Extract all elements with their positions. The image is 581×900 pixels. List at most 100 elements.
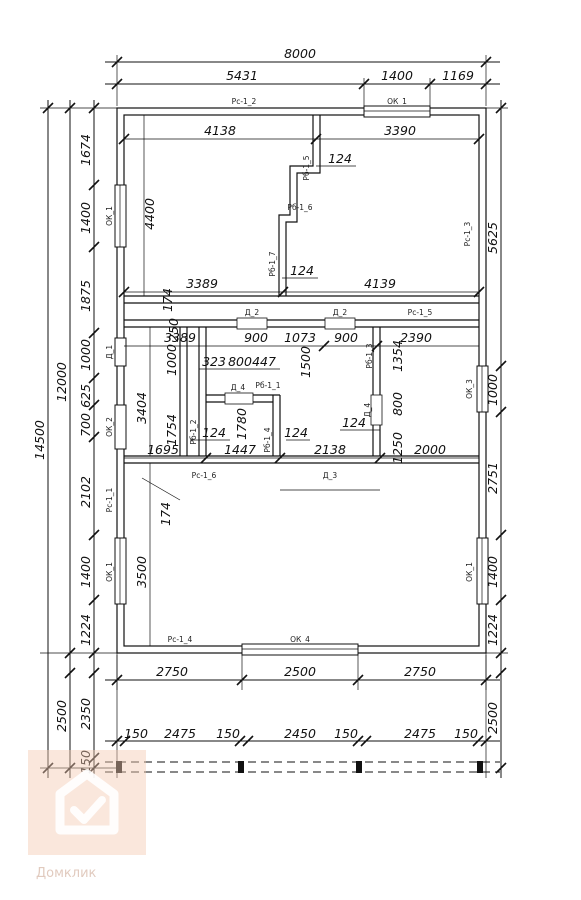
- left-inner-ticks: [88, 102, 100, 774]
- dim-top-total: 8000: [284, 46, 316, 61]
- door-d4-left: [224, 392, 254, 405]
- label-rs-1-2: Рс-1_2: [232, 97, 257, 106]
- door-d4-right: [370, 394, 383, 426]
- dim-int-900b: 900: [334, 330, 358, 345]
- label-d-4a: Д_4: [231, 383, 246, 392]
- dim-bottom-2750a: 2750: [156, 664, 188, 679]
- dim-int-124d: 124: [284, 425, 308, 440]
- dim-left-1875: 1875: [78, 280, 93, 312]
- dim-int-1754: 1754: [164, 414, 179, 446]
- dim-int-4400: 4400: [142, 198, 157, 230]
- window-right-lower: [476, 537, 489, 605]
- label-ok-1-left: ОК_1: [105, 206, 114, 226]
- dim-pile-2450: 2450: [284, 726, 316, 741]
- label-rb-1-4: Рб-1_4: [263, 427, 272, 452]
- dim-int-1695: 1695: [147, 442, 179, 457]
- dim-int-1250: 1250: [390, 432, 405, 464]
- dim-int-800a: 800: [228, 354, 252, 369]
- label-d-2a: Д_2: [245, 308, 260, 317]
- dim-int-3390a: 3390: [384, 123, 416, 138]
- window-left-middle: [114, 404, 127, 450]
- dim-top-right: 1169: [442, 68, 474, 83]
- dim-right-5625: 5625: [485, 222, 500, 254]
- partition-upper-left: [278, 115, 314, 296]
- label-ok-2: ОК_2: [105, 417, 114, 437]
- dim-bottom-2500: 2500: [284, 664, 316, 679]
- label-rs-1-6: Рс-1_6: [192, 471, 217, 480]
- label-rb-1-5: Рб-1_5: [302, 155, 311, 180]
- dim-left-1400a: 1400: [78, 202, 93, 234]
- dim-int-323: 323: [202, 354, 226, 369]
- dim-int-1000: 1000: [164, 344, 179, 376]
- dim-left-150: 150: [78, 750, 93, 774]
- dim-right-1000: 1000: [485, 374, 500, 406]
- dim-int-124c: 124: [202, 425, 226, 440]
- window-right-middle: [476, 365, 489, 413]
- door-left: [114, 337, 127, 367]
- label-rb-1-3: Рб-1_3: [365, 343, 374, 368]
- dim-int-3404: 3404: [134, 392, 149, 424]
- dim-int-3389b: 3389: [164, 330, 196, 345]
- window-left-upper: [114, 184, 127, 248]
- dim-pile-150a: 150: [124, 726, 148, 741]
- dim-left-1224: 1224: [78, 614, 93, 646]
- label-ok-4: ОК_4: [290, 635, 310, 644]
- label-rb-1-7: Рб-1_7: [268, 251, 277, 276]
- dim-int-1500: 1500: [298, 346, 313, 378]
- dim-pile-150d: 150: [454, 726, 478, 741]
- label-d-1: Д_1: [105, 345, 114, 360]
- dim-left-2350: 2350: [78, 698, 93, 730]
- label-rs-1-3: Рс-1_3: [463, 221, 472, 246]
- label-rs-1-5: Рс-1_5: [408, 308, 433, 317]
- dim-int-1780: 1780: [234, 408, 249, 440]
- label-rb-1-6: Рб-1_6: [287, 203, 312, 212]
- right-ticks: [495, 102, 507, 774]
- outer-wall-inner: [123, 114, 480, 647]
- outer-wall-outer: [116, 107, 487, 654]
- dim-left-1000: 1000: [78, 339, 93, 371]
- label-d-3: Д_3: [323, 471, 338, 480]
- label-ok-1-top: ОК_1: [387, 97, 407, 106]
- dim-int-447: 447: [252, 354, 276, 369]
- dim-right-1224: 1224: [485, 614, 500, 646]
- dim-int-2390: 2390: [400, 330, 432, 345]
- label-d-2b: Д_2: [333, 308, 348, 317]
- dim-int-124b: 124: [290, 263, 314, 278]
- partition-upper-right: [285, 115, 321, 296]
- label-rs-1-1: Рс-1_1: [105, 487, 114, 512]
- dim-top-mid: 1400: [381, 68, 413, 83]
- dim-int-3389a: 3389: [186, 276, 218, 291]
- dim-int-800b: 800: [390, 392, 405, 416]
- dim-bottom-2750b: 2750: [404, 664, 436, 679]
- dim-right-2500: 2500: [485, 702, 500, 734]
- label-rb-1-1: Рб-1_1: [255, 381, 280, 390]
- dim-int-124e: 124: [342, 415, 366, 430]
- dim-pile-150c: 150: [334, 726, 358, 741]
- dim-int-2138: 2138: [314, 442, 346, 457]
- dim-int-124a: 124: [328, 151, 352, 166]
- window-top: [363, 105, 431, 118]
- dim-left-outer-total: 14500: [32, 420, 47, 460]
- dim-left-mid-total: 12000: [54, 362, 69, 402]
- dim-left-1400b: 1400: [78, 556, 93, 588]
- dim-int-3500: 3500: [134, 556, 149, 588]
- dim-pile-2475a: 2475: [164, 726, 196, 741]
- dim-int-4139: 4139: [364, 276, 396, 291]
- dim-left-2102: 2102: [78, 476, 93, 508]
- label-rb-1-2: Рб-1_2: [189, 419, 198, 444]
- dim-int-1447: 1447: [224, 442, 256, 457]
- dim-int-1354: 1354: [390, 340, 405, 372]
- dim-pile-2475b: 2475: [404, 726, 436, 741]
- dim-int-4138: 4138: [204, 123, 236, 138]
- label-rs-1-4: Рс-1_4: [168, 635, 193, 644]
- label-d-4b: Д_4: [363, 403, 372, 418]
- domclick-watermark-text: Домклик: [36, 866, 97, 881]
- dim-right-1400: 1400: [485, 556, 500, 588]
- piles: [116, 761, 483, 773]
- window-left-lower: [114, 537, 127, 605]
- dim-top-left: 5431: [226, 68, 258, 83]
- dim-int-250: 250: [166, 318, 181, 342]
- dim-int-1073: 1073: [284, 330, 316, 345]
- domclick-logo: [28, 750, 146, 855]
